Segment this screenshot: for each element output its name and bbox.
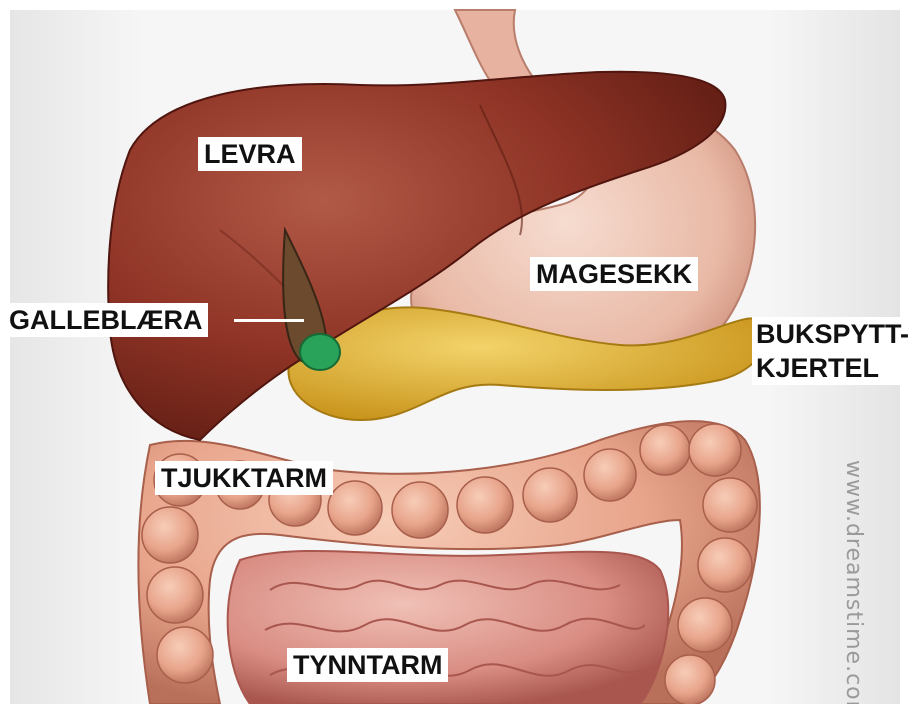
watermark: www.dreamstime.com	[826, 460, 866, 700]
gallbladder-leader-line	[234, 319, 304, 322]
label-pancreas-line2: KJERTEL	[752, 351, 913, 385]
label-pancreas-line1: BUKSPYTT-	[752, 317, 913, 351]
label-stomach: MAGESEKK	[530, 257, 698, 291]
label-small-intestine: TYNNTARM	[287, 648, 448, 682]
label-large-intestine: TJUKKTARM	[155, 461, 333, 495]
label-gallbladder: GALLEBLÆRA	[3, 303, 208, 337]
gallbladder	[300, 334, 340, 370]
label-liver: LEVRA	[198, 137, 302, 171]
label-pancreas: BUKSPYTT- KJERTEL	[752, 317, 913, 385]
